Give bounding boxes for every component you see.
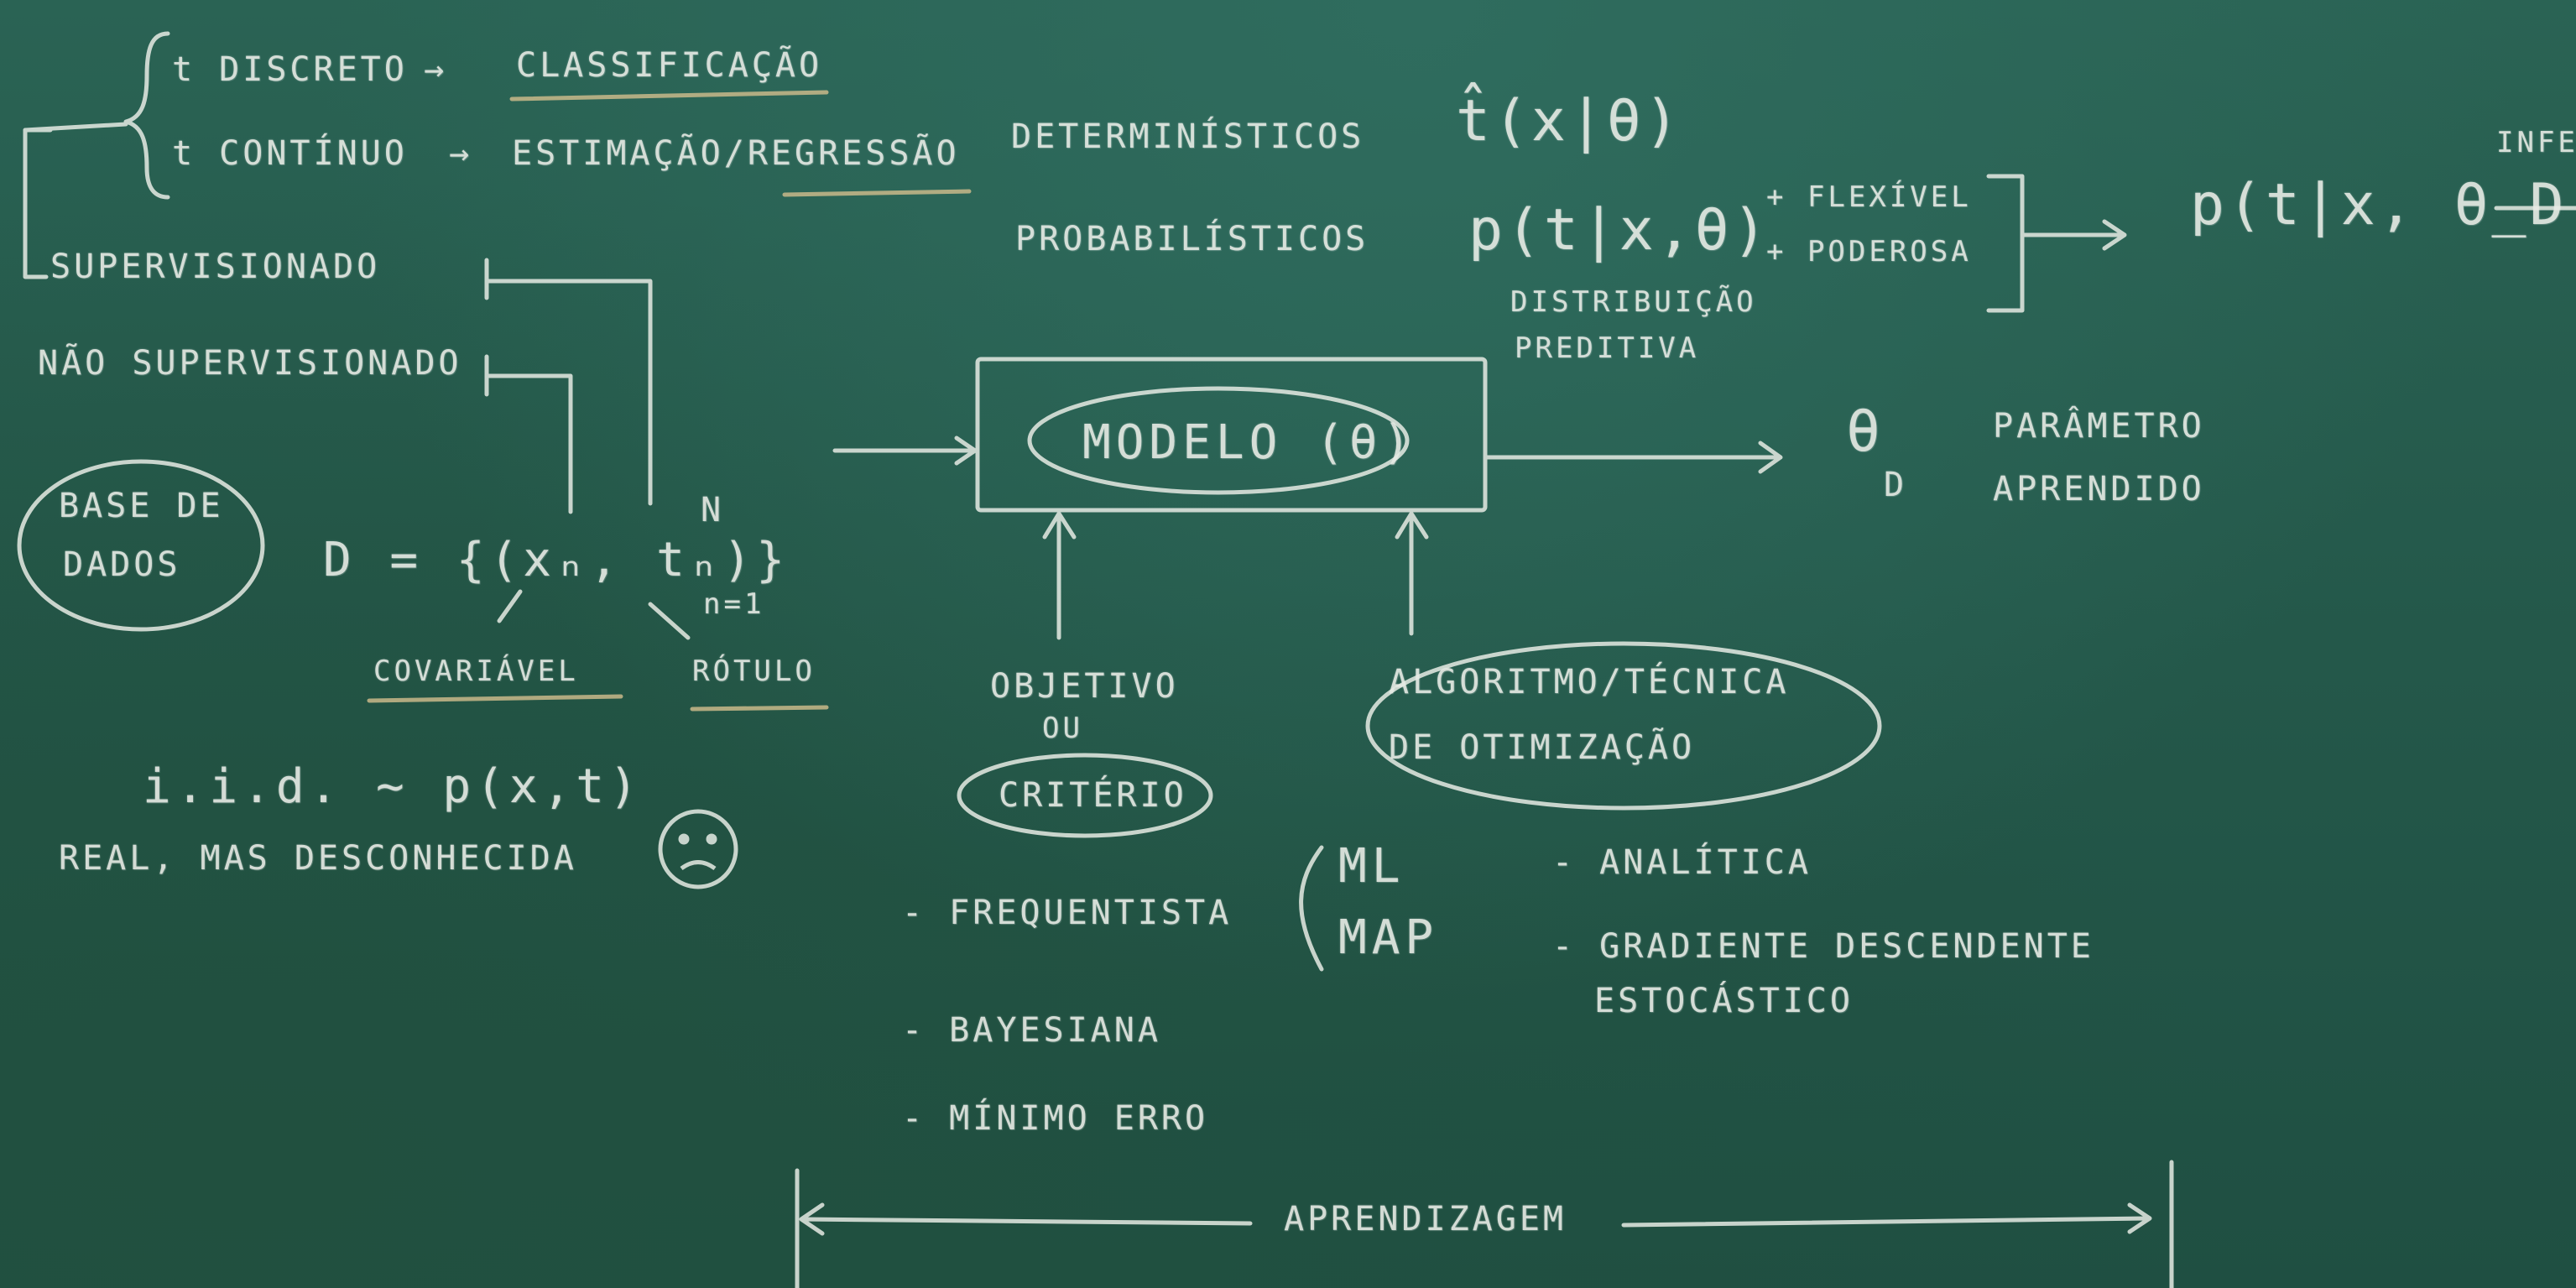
- text-unknown: REAL, MAS DESCONHECIDA: [59, 839, 577, 878]
- underline-regression: [782, 189, 972, 197]
- text-continuous: t CONTÍNUO: [172, 134, 408, 173]
- text-learned-param-1: PARÂMETRO: [1993, 407, 2205, 446]
- text-model: MODELO (θ): [1082, 415, 1416, 470]
- probabilistic-formula: p(t|x,θ): [1468, 197, 1770, 263]
- database-ellipse: [17, 459, 265, 632]
- text-covariate: COVARIÁVEL: [373, 654, 579, 688]
- text-database-2: DADOS: [63, 545, 181, 584]
- learning-right-arrow: [1621, 1202, 2152, 1234]
- text-sgd-1: - GRADIENTE DESCENDENTE: [1552, 927, 2094, 966]
- deterministic-formula: t̂(x|θ): [1456, 88, 1682, 154]
- text-sgd-2: ESTOCÁSTICO: [1594, 982, 1854, 1020]
- text-learned-param-2: APRENDIDO: [1993, 470, 2205, 508]
- tree-supervised: [484, 258, 653, 506]
- right-square-bracket: [1986, 174, 2025, 313]
- text-optimization: DE OTIMIZAÇÃO: [1389, 728, 1696, 767]
- text-unsupervised: NÃO SUPERVISIONADO: [38, 344, 462, 383]
- model-ellipse: [1027, 386, 1410, 495]
- algorithm-ellipse: [1365, 641, 1882, 811]
- text-estimation: ESTIMAÇÃO/REGRESSÃO: [512, 134, 960, 173]
- arrow-algorithm: [1395, 511, 1429, 636]
- text-predictive-2: PREDITIVA: [1515, 331, 1700, 365]
- text-deterministic: DETERMINÍSTICOS: [1011, 117, 1365, 156]
- learning-left-arrow: [799, 1202, 1253, 1236]
- criterion-ellipse: [957, 753, 1213, 838]
- text-supervised: SUPERVISIONADO: [50, 248, 381, 286]
- angle-bracket: [1299, 845, 1324, 972]
- text-classification: CLASSIFICAÇÃO: [516, 46, 823, 85]
- text-database-1: BASE DE: [59, 487, 224, 525]
- underline-covariate: [367, 694, 623, 703]
- text-analytic: - ANALÍTICA: [1552, 843, 1812, 882]
- arrow-glyph: →: [424, 50, 448, 89]
- model-box: [975, 357, 1488, 513]
- text-bayesian: - BAYESIANA: [902, 1011, 1161, 1050]
- arrow-objective: [1042, 511, 1077, 640]
- text-ml: ML: [1338, 839, 1405, 894]
- theta-symbol: θ: [1846, 399, 1884, 465]
- text-min-error: - MÍNIMO ERRO: [902, 1099, 1209, 1138]
- text-discrete: t DISCRETO: [172, 50, 408, 89]
- text-objective: OBJETIVO: [990, 667, 1179, 706]
- dataset-subscript: n=1: [703, 587, 765, 621]
- arrow-glyph-2: →: [449, 134, 473, 173]
- text-inference: INFE: [2496, 126, 2576, 159]
- arrow-to-posterior: [2020, 219, 2127, 251]
- tree-unsupervised: [484, 354, 573, 514]
- curly-brace: [123, 31, 170, 200]
- arrow-into-model: [832, 435, 978, 466]
- text-map: MAP: [1338, 910, 1439, 965]
- text-probabilistic: PROBABILÍSTICOS: [1015, 220, 1369, 258]
- left-bracket: [23, 128, 53, 279]
- iid-formula: i.i.d. ~ p(x,t): [143, 759, 643, 814]
- sad-face-icon: [658, 809, 738, 889]
- underline-classification: [509, 90, 829, 102]
- theta-subscript: D: [1884, 466, 1908, 504]
- text-or: OU: [1042, 712, 1083, 745]
- underline-label: [690, 705, 829, 712]
- text-criterion: CRITÉRIO: [999, 776, 1187, 815]
- text-learning: APRENDIZAGEM: [1284, 1200, 1567, 1238]
- arrow-out-model: [1484, 441, 1783, 474]
- text-algorithm: ALGORITMO/TÉCNICA: [1389, 663, 1790, 701]
- text-more-flexible: + FLEXÍVEL: [1766, 180, 1972, 214]
- dataset-superscript: N: [701, 491, 725, 529]
- text-frequentist: - FREQUENTISTA: [902, 894, 1233, 932]
- text-predictive-1: DISTRIBUIÇÃO: [1510, 285, 1757, 319]
- dataset-formula: D = {(xₙ, tₙ)}: [323, 533, 790, 587]
- posterior-formula: p(t|x, θ_D): [2190, 172, 2576, 238]
- text-label: RÓTULO: [692, 654, 816, 688]
- text-more-powerful: + PODEROSA: [1766, 235, 1972, 269]
